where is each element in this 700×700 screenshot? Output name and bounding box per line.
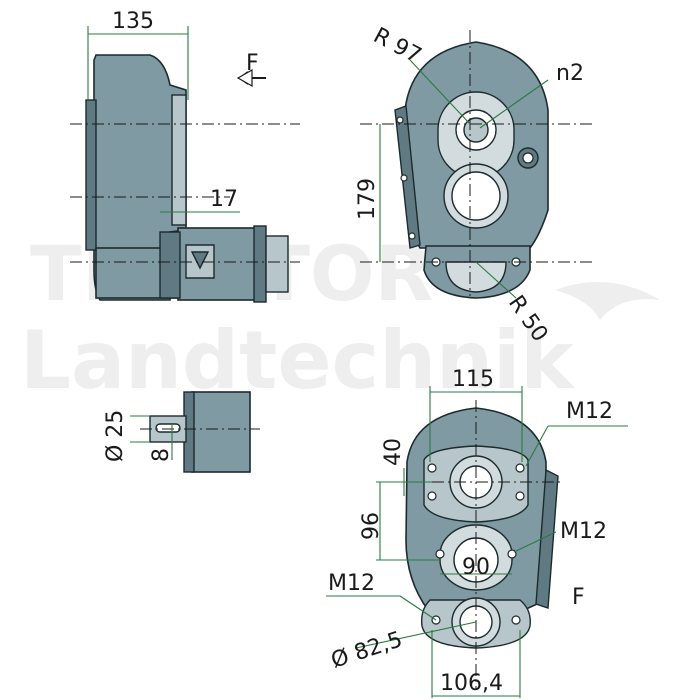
dim-line-flange-diameter [355,621,477,649]
side-cover [171,94,187,226]
bolt-icon [515,463,525,473]
rear-side-plate [535,468,559,609]
dim-side-offset: 17 [210,187,238,212]
pump-port-mark [190,251,210,270]
bolt-icon [515,491,525,501]
dim-output-label: n2 [556,61,584,86]
rear-view: 115 M12 40 96 M12 90 M12 F Ø 82,5 106,4 [326,367,628,698]
bottom-flange-ring [445,261,507,293]
shaft-housing [191,391,251,473]
dim-bolt-spacing-vertical: 96 [359,512,384,540]
bolt-icon [427,491,437,501]
face-label: F [572,585,585,610]
bolt-icon [435,549,445,559]
watermark-subtitle: Landtechnik [20,314,575,407]
front-view: 179 R 97 n2 R 50 [355,23,592,347]
dim-thread-top: M12 [566,399,613,424]
dim-radius-top: R 97 [369,23,425,69]
dim-flange-width: 106,4 [440,671,503,696]
bolt-icon [408,232,416,240]
dim-line-output [479,79,549,129]
arrow-label: F [246,51,259,76]
dim-thread-mid: M12 [560,519,607,544]
pump-flange [159,231,181,299]
dim-rear-width: 115 [452,367,494,392]
dim-bolt-spacing-top: 40 [381,438,406,466]
shaft-detail: Ø 25 8 [103,391,260,473]
dim-line-thread-flange [399,595,437,621]
dim-line-radius-top [409,59,471,125]
lower-bore [451,171,501,221]
front-side-plate [394,105,421,249]
dim-side-width: 135 [112,9,154,34]
breather-icon [522,152,534,164]
watermark-logo-icon [555,282,660,320]
dim-line-thread-mid [513,531,557,553]
dim-thread-flange: M12 [328,571,375,596]
dim-line-thread-top [525,425,549,467]
dim-shaft-diameter: Ø 25 [103,410,128,462]
shaft-key [155,423,181,433]
dim-line-radius-bottom [475,261,517,299]
bolt-icon [396,116,404,124]
arrow-head-icon [236,68,253,88]
bolt-icon [400,174,408,182]
dim-key-width: 8 [149,448,174,462]
pump-cap [253,225,267,303]
dim-center-distance: 179 [355,178,380,220]
bolt-icon [511,615,521,625]
bolt-icon [427,463,437,473]
dim-flange-diameter: Ø 82,5 [328,627,405,673]
dim-bolt-spacing-horizontal: 90 [462,555,490,580]
side-view: 135 17 F [70,9,300,303]
pump-end [265,235,289,293]
side-flange [85,99,97,251]
